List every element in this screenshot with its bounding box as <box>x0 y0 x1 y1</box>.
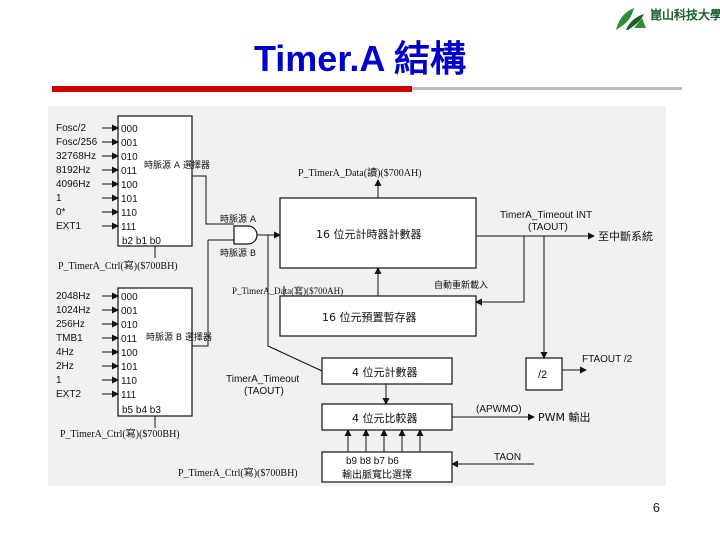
mux-b-input-2: 256Hz <box>56 319 85 330</box>
mux-a-code-1: 001 <box>121 138 138 149</box>
mux-b-code-7: 111 <box>121 390 137 401</box>
mux-a-code-4: 100 <box>121 180 138 191</box>
mux-a-input-7: EXT1 <box>56 221 81 232</box>
reload-label: 自動重新載入 <box>434 279 488 291</box>
data-write-label: P_TimerA_Data(寫)($700AH) <box>232 285 343 296</box>
duty-bits-label: b9 b8 b7 b6 <box>346 456 399 467</box>
timeout2-label: TimerA_Timeout <box>226 374 299 385</box>
mux-a-code-0: 000 <box>121 124 138 135</box>
mux-b-code-4: 100 <box>121 348 138 359</box>
mux-a-code-2: 010 <box>121 152 138 163</box>
mux-a-code-5: 101 <box>121 194 138 205</box>
ftaout-label: FTAOUT /2 <box>582 354 633 365</box>
mux-a-input-6: 0* <box>56 207 66 218</box>
mux-a-box <box>117 115 193 247</box>
mux-a-label: 時脈源 A 選擇器 <box>144 159 210 171</box>
ctrl-b-label: P_TimerA_Ctrl(寫)($700BH) <box>60 427 180 440</box>
mux-b-code-6: 110 <box>121 376 137 387</box>
mux-a-input-5: 1 <box>56 193 62 204</box>
mux-a-bits: b2 b1 b0 <box>122 236 161 247</box>
div2-box <box>525 357 563 391</box>
school-logo-icon <box>616 8 646 30</box>
mux-a-code-7: 111 <box>121 222 137 233</box>
taout-label: (TAOUT) <box>528 222 568 233</box>
title-underline-grey <box>412 87 682 90</box>
mux-a-input-0: Fosc/2 <box>56 123 86 134</box>
mux-b-input-4: 4Hz <box>56 347 74 358</box>
mux-b-code-2: 010 <box>121 320 138 331</box>
mux-b-input-7: EXT2 <box>56 389 81 400</box>
data-read-label: P_TimerA_Data(讀)($700AH) <box>298 166 422 179</box>
counter4-label: 4 位元計數器 <box>352 365 418 379</box>
mux-b-input-5: 2Hz <box>56 361 74 372</box>
ctrl-c-label: P_TimerA_Ctrl(寫)($700BH) <box>178 466 298 479</box>
mux-b-box <box>117 287 193 417</box>
timeout-int-label: TimerA_Timeout INT <box>500 210 592 221</box>
comparator-label: 4 位元比較器 <box>352 411 418 425</box>
ctrl-a-label: P_TimerA_Ctrl(寫)($700BH) <box>58 259 178 272</box>
pwm-out-label: PWM 輸出 <box>538 410 591 424</box>
mux-b-code-1: 001 <box>121 306 138 317</box>
page-number: 6 <box>652 500 660 515</box>
preload-label: 16 位元預置暫存器 <box>322 310 417 324</box>
mux-a-code-6: 110 <box>121 208 137 219</box>
mux-a-code-3: 011 <box>121 166 137 177</box>
mux-b-code-3: 011 <box>121 334 137 345</box>
mux-a-input-2: 32768Hz <box>56 151 96 162</box>
src-a-label: 時脈源 A <box>220 213 257 225</box>
src-b-label: 時脈源 B <box>220 247 256 259</box>
counter4-box <box>321 357 453 385</box>
apwmo-label: (APWMO) <box>476 404 522 415</box>
duty-label: 輸出脈寬比選擇 <box>342 468 412 481</box>
comparator-box <box>321 403 453 431</box>
mux-b-input-1: 1024Hz <box>56 305 90 316</box>
to-interrupt-label: 至中斷系統 <box>598 229 653 243</box>
counter-label: 16 位元計時器計數器 <box>316 227 422 241</box>
mux-b-code-0: 000 <box>121 292 138 303</box>
title-underline-red <box>52 86 412 92</box>
slide-title: Timer.A 結構 <box>253 38 467 79</box>
mux-b-input-0: 2048Hz <box>56 291 90 302</box>
mux-a-input-3: 8192Hz <box>56 165 90 176</box>
mux-b-code-5: 101 <box>121 362 138 373</box>
mux-b-label: 時脈源 B 選擇器 <box>146 331 212 343</box>
div2-label: /2 <box>538 369 547 381</box>
mux-a-input-1: Fosc/256 <box>56 137 98 148</box>
taon-label: TAON <box>494 452 521 463</box>
and-gate-icon <box>233 225 258 245</box>
mux-b-input-6: 1 <box>56 375 62 386</box>
mux-b-bits: b5 b4 b3 <box>122 405 161 416</box>
mux-a-input-4: 4096Hz <box>56 179 90 190</box>
mux-b-input-3: TMB1 <box>56 333 83 344</box>
taout2-label: (TAOUT) <box>244 386 284 397</box>
school-logo-text: 崑山科技大學 <box>650 8 720 22</box>
